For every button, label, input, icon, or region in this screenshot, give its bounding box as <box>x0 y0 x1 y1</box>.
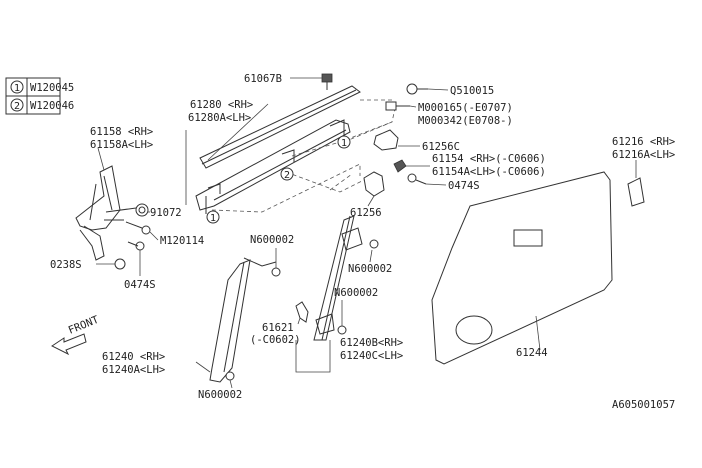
label-M120114: M120114 <box>160 235 204 247</box>
label-61240C: 61240C<LH> <box>340 350 403 362</box>
legend-symbol-1 <box>10 80 24 94</box>
label-61158: 61158 <RH> <box>90 126 153 138</box>
label-0238S: 0238S <box>50 259 82 271</box>
sash-61240B <box>313 215 363 341</box>
sash-61158 <box>75 147 121 261</box>
label-61280: 61280 <RH> <box>190 99 253 111</box>
label-M000165: M000165(-E0707) <box>418 102 513 114</box>
label-Q510015: Q510015 <box>450 85 494 97</box>
clip-61067B <box>290 73 333 90</box>
legend-code-1: W120045 <box>30 82 74 94</box>
label-61244: 61244 <box>516 347 548 359</box>
label-61158A: 61158A<LH> <box>90 139 153 151</box>
fastener-N600002-c <box>225 371 235 389</box>
label-61256C: 61256C <box>422 141 460 153</box>
front-arrow-icon <box>51 333 87 356</box>
legend-symbol-1-text: 1 <box>14 83 20 94</box>
screw-0474S-right <box>407 173 447 186</box>
legend-code-2: W120046 <box>30 100 74 112</box>
legend-symbol-2 <box>10 98 24 112</box>
label-N600002-a: N600002 <box>250 234 294 246</box>
svg-text:1: 1 <box>341 138 347 149</box>
callout-2: 2 <box>280 167 294 181</box>
label-N600002-d: N600002 <box>334 287 378 299</box>
label-61240A: 61240A<LH> <box>102 364 165 376</box>
fastener-N600002-a <box>271 248 281 277</box>
label-61256: 61256 <box>350 207 382 219</box>
label-0474S-right: 0474S <box>448 180 480 192</box>
fastener-N600002-b <box>369 239 379 263</box>
label-61240: 61240 <RH> <box>102 351 165 363</box>
label-61240B: 61240B<RH> <box>340 337 403 349</box>
legend-box: 1 2 W120045 W120046 <box>5 77 74 115</box>
screw-M120114 <box>125 221 159 241</box>
bolt-M000165 <box>385 101 417 111</box>
front-label: FRONT <box>67 314 101 337</box>
label-N600002-c: N600002 <box>198 389 242 401</box>
label-N600002-b: N600002 <box>348 263 392 275</box>
svg-text:1: 1 <box>210 213 216 224</box>
cover-61216 <box>627 160 645 207</box>
legend-symbol-2-text: 2 <box>14 101 20 112</box>
fastener-N600002-d <box>337 300 347 335</box>
label-0474S-left: 0474S <box>124 279 156 291</box>
svg-text:2: 2 <box>284 170 290 181</box>
screw-Q510015 <box>406 83 449 95</box>
bracket-61256C <box>373 129 420 151</box>
label-61216: 61216 <RH> <box>612 136 675 148</box>
label-M000342: M000342(E0708-) <box>418 115 513 127</box>
diagram-code: A605001057 <box>612 399 675 411</box>
label-61067B: 61067B <box>244 73 282 85</box>
label-61280A: 61280A<LH> <box>188 112 251 124</box>
clip-61154 <box>393 159 430 173</box>
grommet-91072 <box>135 203 150 217</box>
nut-0238S <box>96 258 126 270</box>
belt-weatherstrip-61280 <box>195 85 361 214</box>
regulator-61621 <box>295 301 309 325</box>
sash-61240 <box>195 257 277 383</box>
label-61154A: 61154A<LH>(-C0606) <box>432 166 546 178</box>
label-61154: 61154 <RH>(-C0606) <box>432 153 546 165</box>
label-61621-range: (-C0602) <box>250 334 301 346</box>
callout-1-right: 1 <box>337 135 351 149</box>
label-91072: 91072 <box>150 207 182 219</box>
callout-1-left: 1 <box>206 210 220 224</box>
label-61621: 61621 <box>262 322 294 334</box>
screw-0474S-left <box>127 241 145 276</box>
bracket-61256 <box>363 171 385 207</box>
door-trim-61244 <box>431 171 613 365</box>
label-61216A: 61216A<LH> <box>612 149 675 161</box>
